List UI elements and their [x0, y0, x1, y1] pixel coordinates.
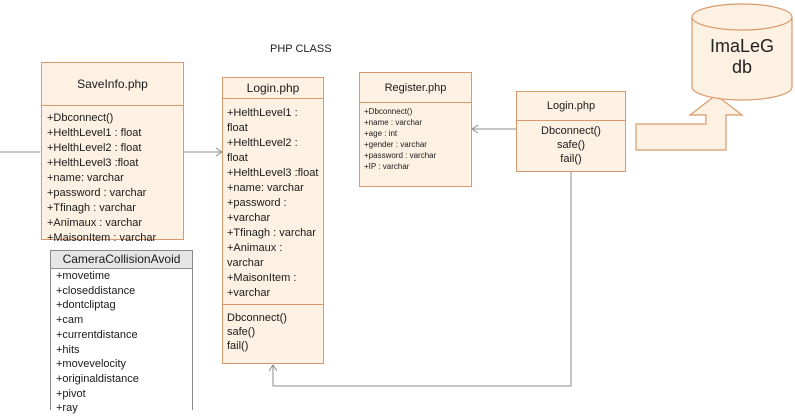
- database-label-line2: db: [731, 57, 753, 77]
- login-main-attribute: varchar: [227, 257, 264, 269]
- database-top: [691, 3, 793, 31]
- login-right-class-name: Login.php: [517, 92, 625, 121]
- saveinfo-member: +MaisonItem : varchar: [47, 232, 157, 244]
- connector-loop-back: [272, 172, 572, 387]
- saveinfo-class: SaveInfo.php +Dbconnect() +HelthLevel1 :…: [41, 62, 184, 244]
- login-main-attribute: +HelthLevel1 :: [227, 107, 298, 119]
- saveinfo-member: +Dbconnect(): [47, 112, 114, 124]
- login-right-operations: Dbconnect() safe() fail(): [517, 121, 625, 166]
- register-attribute: +age : int: [364, 129, 398, 138]
- diagram-title: PHP CLASS: [270, 43, 332, 55]
- login-main-attribute: +varchar: [227, 212, 271, 224]
- saveinfo-member: +Tfinagh : varchar: [47, 202, 136, 214]
- register-attributes: +Dbconnect() +name : varchar +age : int …: [360, 103, 471, 172]
- login-main-attribute: float: [227, 152, 248, 164]
- camera-member: +movetime: [56, 270, 111, 282]
- arrow-head-to-register: [471, 124, 479, 134]
- register-attribute: +IP : varchar: [364, 162, 410, 171]
- register-attribute: +name : varchar: [364, 118, 423, 127]
- camera-class: CameraCollisionAvoid +movetime +closeddi…: [50, 250, 193, 414]
- saveinfo-member: +HelthLevel3 :float: [47, 157, 139, 169]
- camera-member: +currentdistance: [56, 328, 138, 341]
- saveinfo-member: +HelthLevel1 : float: [47, 127, 142, 139]
- saveinfo-member: +name: varchar: [47, 172, 124, 184]
- login-main-operation: safe(): [227, 326, 256, 338]
- login-right-operation: safe(): [556, 139, 586, 151]
- saveinfo-member: +HelthLevel2 : float: [47, 142, 142, 154]
- camera-member: +movevelocity: [56, 358, 127, 371]
- login-main-operation: Dbconnect(): [227, 312, 287, 324]
- camera-member: +ray: [56, 402, 78, 415]
- camera-member: +dontcliptag: [56, 299, 116, 312]
- login-main-class-name: Login.php: [223, 78, 323, 99]
- saveinfo-members: +Dbconnect() +HelthLevel1 : float +Helth…: [42, 106, 183, 246]
- login-right-operation: Dbconnect(): [541, 125, 601, 137]
- login-main-class: Login.php +HelthLevel1 : float +HelthLev…: [222, 77, 324, 364]
- db-arrow-shape: [635, 94, 744, 151]
- login-main-attribute: +Animaux :: [227, 242, 283, 254]
- register-attribute: +gender : varchar: [364, 140, 427, 149]
- camera-member: +cam: [56, 314, 84, 327]
- saveinfo-member: +Animaux : varchar: [47, 217, 143, 229]
- login-main-attribute: +name: varchar: [227, 182, 304, 194]
- login-main-operations: Dbconnect() safe() fail(): [223, 304, 323, 353]
- camera-members: +movetime +closeddistance +dontcliptag +…: [51, 269, 192, 416]
- register-attribute: +Dbconnect(): [364, 107, 413, 116]
- database-label: ImaLeG db: [692, 36, 792, 78]
- login-main-attribute: +varchar: [227, 287, 271, 299]
- login-main-attribute: +password :: [227, 197, 287, 209]
- login-right-class: Login.php Dbconnect() safe() fail(): [516, 91, 626, 172]
- register-class-name: Register.php: [360, 73, 471, 103]
- register-attribute: +password : varchar: [364, 151, 437, 160]
- database-body: [691, 17, 793, 101]
- register-class: Register.php +Dbconnect() +name : varcha…: [359, 72, 472, 187]
- arrow-head-loop-back: [268, 364, 278, 372]
- login-main-attribute: +HelthLevel2 :: [227, 137, 298, 149]
- camera-member: +closeddistance: [56, 284, 136, 297]
- camera-member: +hits: [56, 343, 80, 356]
- camera-member: +pivot: [56, 387, 86, 400]
- login-main-attributes: +HelthLevel1 : float +HelthLevel2 : floa…: [223, 99, 323, 304]
- saveinfo-class-name: SaveInfo.php: [42, 63, 183, 106]
- login-main-attribute: float: [227, 122, 248, 134]
- login-right-operation: fail(): [560, 153, 582, 165]
- camera-member: +originaldistance: [56, 372, 139, 385]
- saveinfo-member: +password : varchar: [47, 187, 147, 199]
- login-main-operation: fail(): [227, 340, 249, 352]
- database-label-line1: ImaLeG: [709, 36, 775, 56]
- login-main-attribute: +Tfinagh : varchar: [227, 227, 316, 239]
- camera-class-name: CameraCollisionAvoid: [51, 251, 192, 269]
- login-main-attribute: +HelthLevel3 :float: [227, 167, 319, 179]
- login-main-attribute: +MaisonItem :: [227, 272, 297, 284]
